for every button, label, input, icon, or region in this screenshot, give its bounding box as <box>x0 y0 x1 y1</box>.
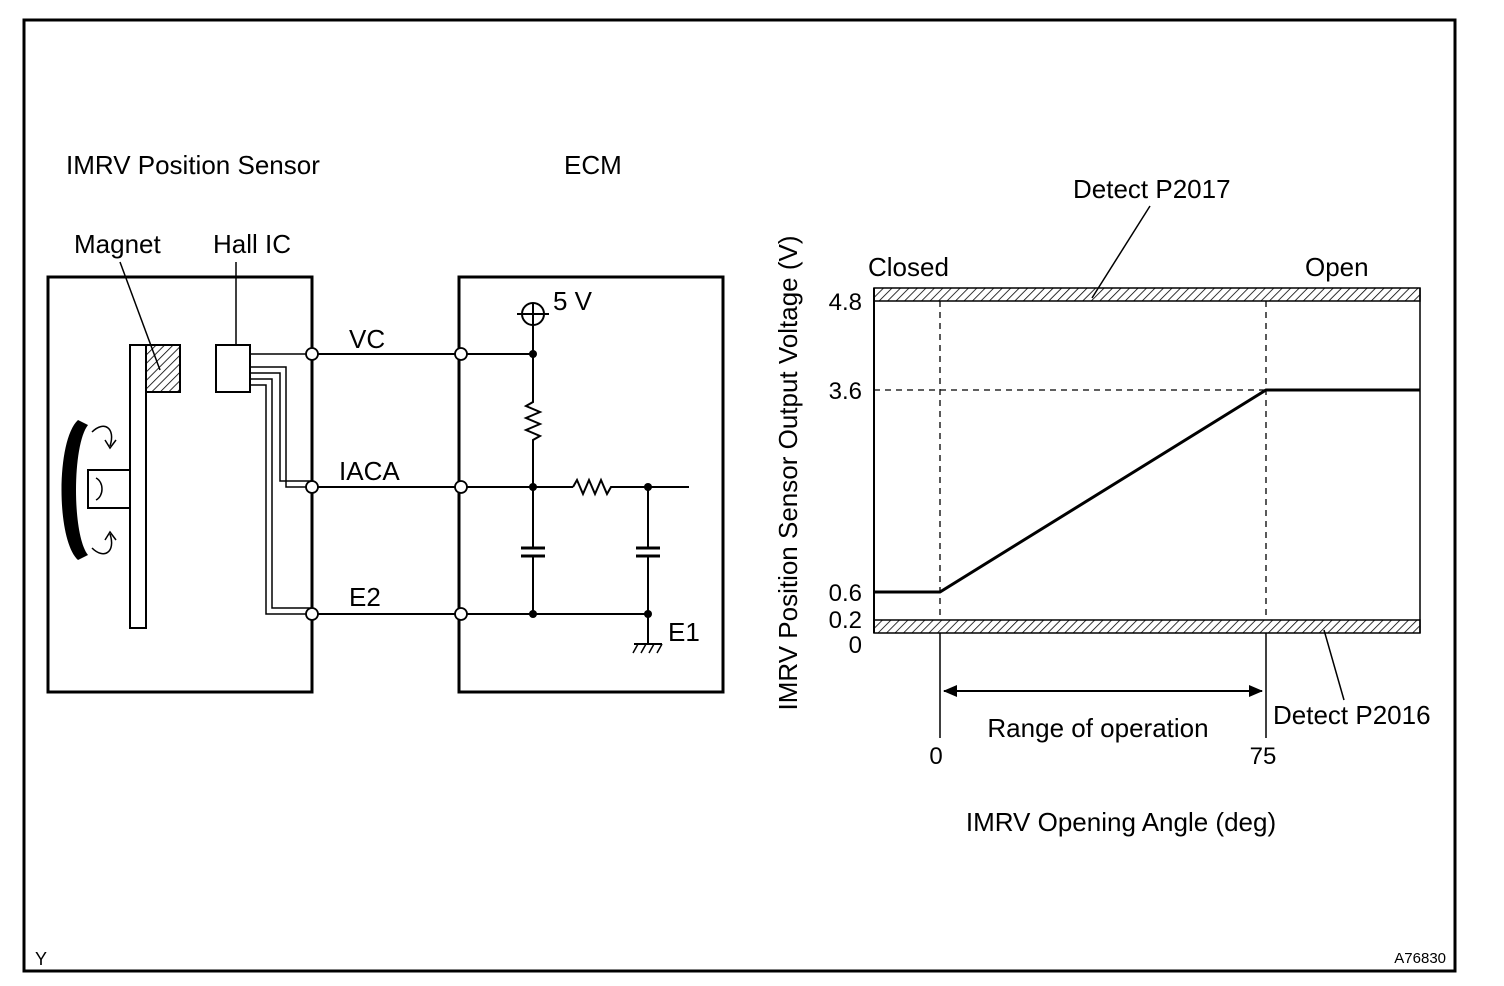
magnet <box>145 344 181 393</box>
hall-ic-label: Hall IC <box>213 229 291 259</box>
detect-p2017-leader <box>1091 205 1151 299</box>
junction-filter <box>644 483 652 491</box>
supply-5v-symbol <box>517 302 549 354</box>
figure-id: A76830 <box>1394 950 1446 967</box>
figure-frame <box>22 18 1457 973</box>
iaca-internal-wire <box>250 366 312 488</box>
e2-label: E2 <box>349 582 381 612</box>
voltage-graph: IMRV Position Sensor Output Voltage (V) … <box>773 174 1431 837</box>
magnet-leader <box>119 261 161 371</box>
sensor-shaft-plate <box>129 344 147 629</box>
circuit-diagram: IMRV Position Sensor ECM Magnet Hall IC <box>46 150 725 694</box>
supply-label: 5 V <box>553 286 593 316</box>
ecm-terminal-vc <box>454 347 468 361</box>
ecm-terminal-iaca <box>454 480 468 494</box>
sensor-terminal-e2 <box>305 607 319 621</box>
y-tick-3-6: 3.6 <box>829 378 862 405</box>
detect-high-band <box>873 287 1421 302</box>
ground-label: E1 <box>668 617 700 647</box>
magnet-label: Magnet <box>74 229 161 259</box>
detect-p2016-leader <box>1323 629 1345 701</box>
ground-symbol <box>632 643 663 654</box>
output-voltage-line <box>874 388 1420 594</box>
x-tick-75: 75 <box>1250 743 1277 770</box>
ecm-title: ECM <box>564 150 622 180</box>
closed-label: Closed <box>868 252 949 282</box>
detect-low-band <box>873 619 1421 634</box>
junction-e2 <box>529 610 537 618</box>
open-label: Open <box>1305 252 1369 282</box>
y-tick-0-2: 0.2 <box>829 607 862 634</box>
detect-p2017-label: Detect P2017 <box>1073 174 1231 204</box>
vc-label: VC <box>349 324 385 354</box>
hall-ic <box>215 344 251 393</box>
series-resistor <box>572 477 689 497</box>
ecm-terminal-e2 <box>454 607 468 621</box>
iaca-label: IACA <box>339 456 400 486</box>
e2-internal-wire <box>250 378 312 615</box>
junction-iaca <box>529 483 537 491</box>
range-label: Range of operation <box>987 713 1208 743</box>
sensor-title: IMRV Position Sensor <box>66 150 320 180</box>
capacitor-2 <box>636 487 660 644</box>
rotation-icon <box>61 420 131 560</box>
sensor-terminal-iaca <box>305 480 319 494</box>
junction-vc <box>529 350 537 358</box>
capacitor-1 <box>521 487 545 614</box>
detect-p2016-label: Detect P2016 <box>1273 700 1431 730</box>
y-tick-0: 0 <box>849 632 862 659</box>
x-tick-0: 0 <box>929 743 942 770</box>
footer-code: Y <box>35 949 47 969</box>
pullup-resistor <box>523 354 543 487</box>
sensor-terminal-vc <box>305 347 319 361</box>
y-tick-0-6: 0.6 <box>829 580 862 607</box>
y-tick-4-8: 4.8 <box>829 289 862 316</box>
junction-ground <box>644 610 652 618</box>
y-axis-title: IMRV Position Sensor Output Voltage (V) <box>773 236 803 711</box>
x-axis-title: IMRV Opening Angle (deg) <box>966 807 1276 837</box>
